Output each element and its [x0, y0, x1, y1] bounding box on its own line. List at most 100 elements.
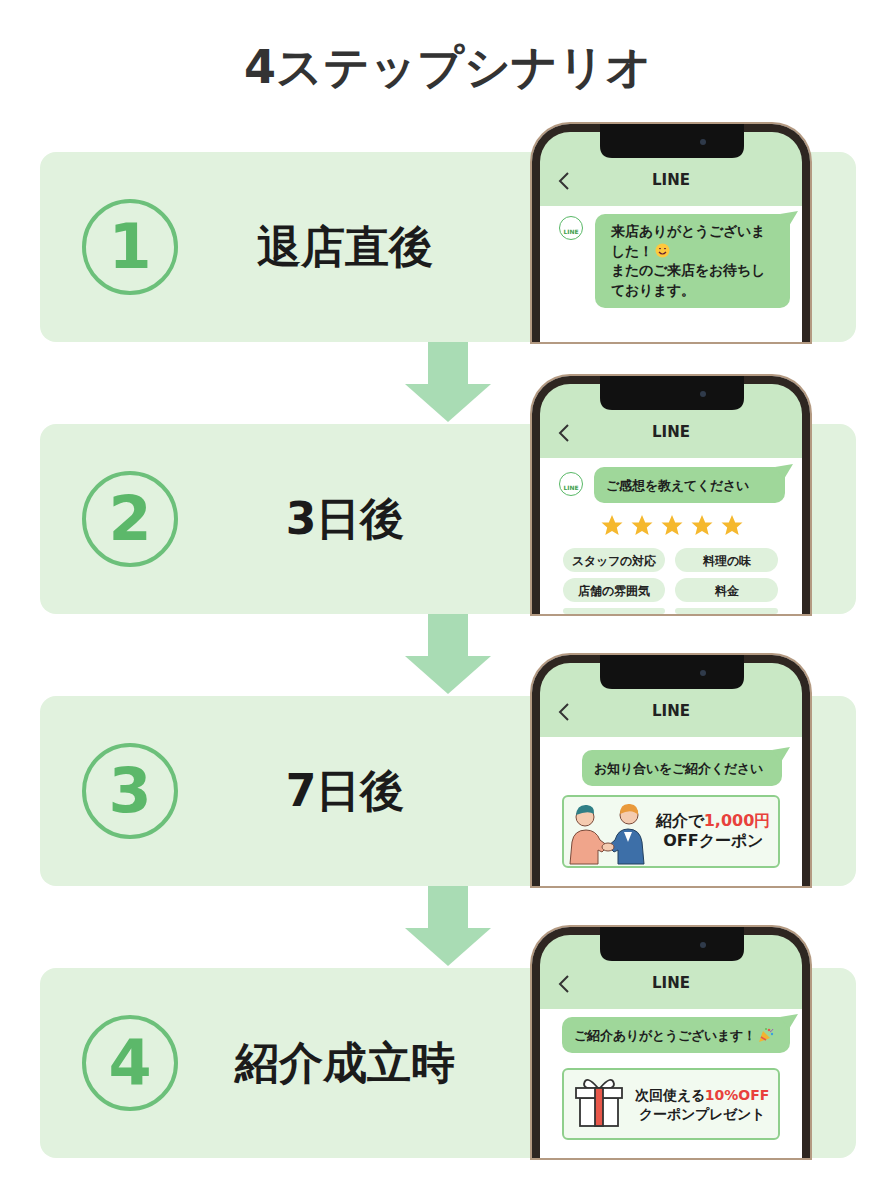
rating-stars	[602, 515, 743, 535]
phone-notch	[600, 124, 744, 158]
hidden-option-chip	[675, 608, 778, 614]
node-text: 退店直後	[257, 218, 433, 277]
step-band: 7日後 3 LINE お知り合いをご紹介ください紹介で1,000円OFFクーポン	[40, 696, 856, 886]
chat-bubble: お知り合いをご紹介ください	[582, 750, 782, 786]
gift-icon	[584, 1080, 598, 1089]
line-icon: LINE	[559, 472, 583, 496]
node-text: LINE	[652, 702, 690, 720]
node-text: 来店ありがとうございました！	[611, 222, 776, 261]
text-group: LINE	[540, 170, 802, 189]
gift-icon	[600, 1080, 614, 1089]
back-chevron	[560, 704, 568, 720]
back-chevron	[560, 173, 568, 992]
node-text: 10%OFF	[705, 1087, 770, 1103]
rating-stars	[602, 515, 623, 535]
node-text: 4	[108, 1026, 151, 1099]
text-group: 1	[108, 216, 151, 278]
phone-notch	[600, 124, 744, 961]
node-text: 料理の味	[703, 554, 751, 568]
step-number: 3	[82, 743, 178, 839]
text-group: 次回使える10%OFF クーポンプレゼント	[626, 1085, 778, 1124]
node-text: LINE	[652, 171, 690, 189]
step-number: 2	[82, 471, 178, 567]
node-text: ご紹介ありがとうございます！	[574, 1028, 774, 1043]
phone-mockup: LINE LINE 来店ありがとうございました！またのご来店をお待ちしております。	[532, 124, 810, 342]
step-number: 4	[82, 1015, 178, 1111]
text-group: LINE	[540, 973, 802, 992]
handshake-illustration	[624, 832, 632, 842]
text-group: 店舗の雰囲気	[578, 580, 650, 600]
handshake-illustration	[608, 829, 644, 864]
text-group: 3	[108, 760, 151, 822]
phone-camera	[700, 942, 706, 948]
phone-mockup: LINE LINE ご感想を教えてくださいスタッフの対応 料理の味店舗の雰囲気 料金	[532, 376, 810, 614]
node-text: LINE	[652, 974, 690, 992]
text-group: 3日後	[200, 424, 490, 614]
handshake-illustration	[576, 808, 594, 826]
handshake-illustration	[620, 804, 638, 815]
phone-camera	[700, 391, 706, 397]
node-text: 3	[108, 754, 151, 827]
title-text: 4ステップシナリオ	[244, 40, 652, 94]
text-group: 紹介で1,000円OFFクーポン	[648, 811, 778, 853]
node-text: 3日後	[286, 490, 405, 549]
bubble-tail	[772, 747, 790, 762]
node-text: 7日後	[286, 762, 405, 821]
node-text: またのご来店をお待ちしております。	[611, 261, 776, 300]
text-group: 7日後	[200, 696, 490, 886]
flow-arrow	[428, 886, 468, 928]
node-text: 1	[108, 210, 151, 283]
text-group: 2	[108, 488, 151, 550]
phone-camera	[700, 139, 706, 145]
node-text: 2	[108, 482, 151, 555]
node-text: 紹介成立時	[235, 1034, 455, 1093]
handshake-illustration	[570, 804, 644, 864]
step-band: 紹介成立時 4 LINE ご紹介ありがとうございます！ 次回使える10%OFF クーポンプ…	[40, 968, 856, 1158]
phone-camera	[700, 139, 706, 948]
node-text: ご感想を教えてください	[606, 478, 749, 493]
gift-icon	[576, 1080, 622, 1126]
rating-stars	[662, 515, 683, 535]
coupon-card: 紹介で1,000円OFFクーポン	[562, 795, 780, 868]
bubble-tail	[780, 211, 798, 226]
option-chip: 料理の味	[675, 548, 778, 572]
rating-stars	[692, 515, 713, 535]
option-chip: 店舗の雰囲気	[563, 578, 665, 602]
rating-stars	[722, 515, 743, 535]
text-group: 来店ありがとうございました！またのご来店をお待ちしております。	[611, 222, 776, 300]
text-group: LINE	[563, 219, 578, 238]
phone-mockup: LINE お知り合いをご紹介ください紹介で1,000円OFFクーポン	[532, 655, 810, 886]
phone-mockup: LINE ご紹介ありがとうございます！ 次回使える10%OFF クーポンプレゼント	[532, 927, 810, 1158]
option-chip: スタッフの対応	[563, 548, 665, 572]
node-text: スタッフの対応	[572, 554, 656, 568]
back-chevron	[560, 425, 568, 441]
node-text: 料金	[715, 584, 739, 598]
node-text: 紹介で	[656, 811, 704, 830]
step-number: 1	[82, 199, 178, 295]
hidden-option-chip	[563, 608, 778, 614]
node-text: LINE	[563, 484, 578, 491]
coupon-card: 次回使える10%OFF クーポンプレゼント	[562, 1068, 780, 1140]
chat-bubble: ご感想を教えてください	[594, 467, 785, 503]
chat-bubble: ご紹介ありがとうございます！	[562, 1017, 790, 1053]
text-group: 料理の味	[703, 550, 751, 570]
text-group: 料金	[715, 580, 739, 600]
text-group: 退店直後	[200, 152, 490, 342]
flow-arrow	[428, 342, 468, 384]
gift-icon	[576, 1088, 622, 1098]
node-text: 次回使える	[635, 1087, 705, 1103]
back-chevron	[560, 976, 568, 992]
text-group: LINE	[540, 422, 802, 441]
bubble-tail	[772, 211, 798, 1029]
step-band: 退店直後 1 LINE LINE 来店ありがとうございました！またのご来店をお待ちしてお…	[40, 152, 856, 342]
line-icon: LINE	[559, 216, 583, 240]
gift-icon	[595, 1088, 603, 1126]
back-chevron	[560, 173, 568, 189]
node-text: クーポンプレゼント	[626, 1105, 778, 1124]
node-text: LINE	[563, 228, 578, 235]
hidden-option-chip	[563, 608, 665, 614]
text-group: 4	[108, 1032, 151, 1094]
node-text: LINE	[652, 423, 690, 441]
